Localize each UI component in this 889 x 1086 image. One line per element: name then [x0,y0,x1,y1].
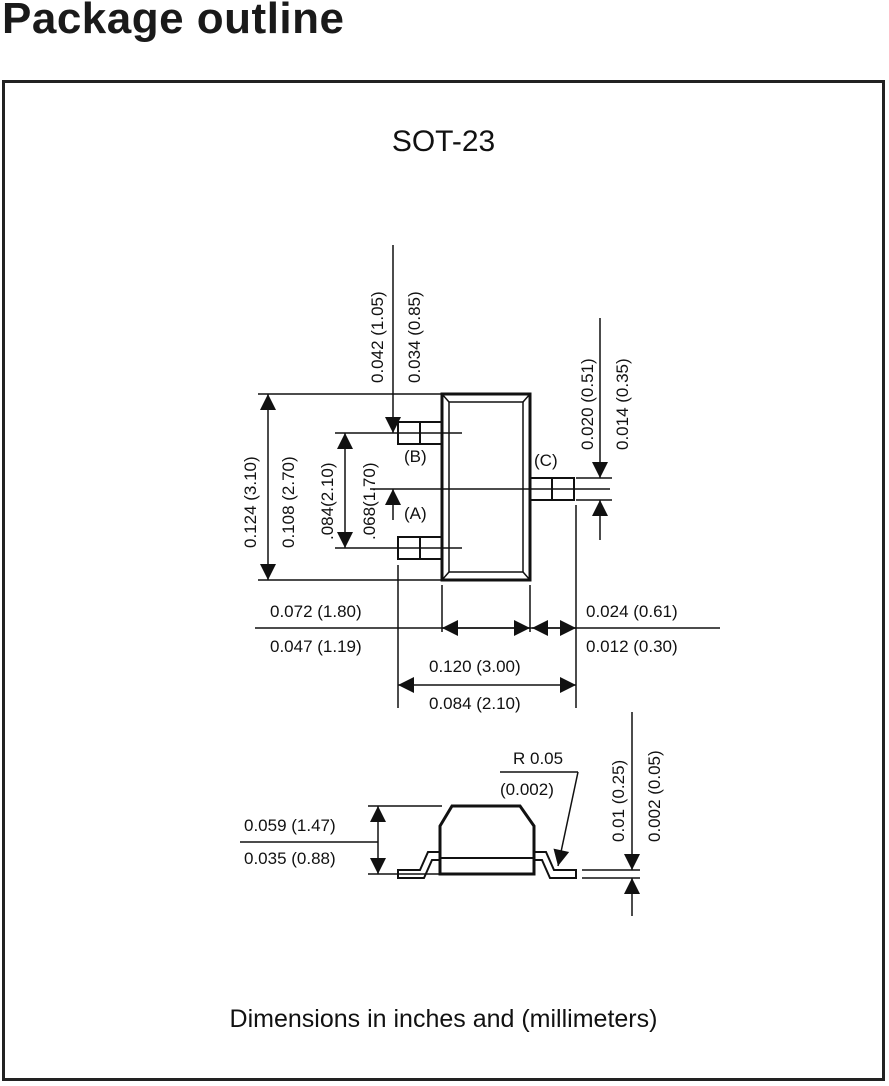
pitch-max-label: .084(2.10) [318,463,337,541]
pin-a-label: (A) [404,504,427,523]
length-min-label: 0.108 (2.70) [279,456,298,548]
total-width-max-label: 0.120 (3.00) [429,657,521,676]
page-title: Package outline [2,0,345,43]
body-width-max-label: 0.072 (1.80) [270,602,362,621]
length-max-label: 0.124 (3.10) [241,456,260,548]
standoff-max-label: 0.01 (0.25) [609,760,628,842]
outline-frame: SOT-23 Dimensions in inches and (millime… [2,80,885,1081]
lead-length-min-label: 0.012 (0.30) [586,637,678,656]
profile-height-max-label: 0.059 (1.47) [244,816,336,835]
lead-width-min-label: 0.014 (0.35) [613,358,632,450]
height-max-label: 0.042 (1.05) [368,291,387,383]
height-min-label: 0.034 (0.85) [405,291,424,383]
pin-c-label: (C) [534,451,558,470]
radius-inch-label: (0.002) [500,780,554,799]
standoff-min-label: 0.002 (0.05) [645,750,664,842]
lead-length-max-label: 0.024 (0.61) [586,602,678,621]
side-lead-right [534,851,577,879]
body-width-min-label: 0.047 (1.19) [270,637,362,656]
pitch-min-label: .068(1.70) [360,463,379,541]
units-note: Dimensions in inches and (millimeters) [229,1005,658,1033]
package-body [440,392,532,582]
package-name: SOT-23 [391,125,496,158]
side-body [438,804,536,876]
total-width-min-label: 0.084 (2.10) [429,694,521,713]
profile-height-min-label: 0.035 (0.88) [244,849,336,868]
radius-label: R 0.05 [513,749,563,768]
lead-width-max-label: 0.020 (0.51) [578,358,597,450]
package-body-inner [448,401,524,573]
pin-b-label: (B) [404,447,427,466]
